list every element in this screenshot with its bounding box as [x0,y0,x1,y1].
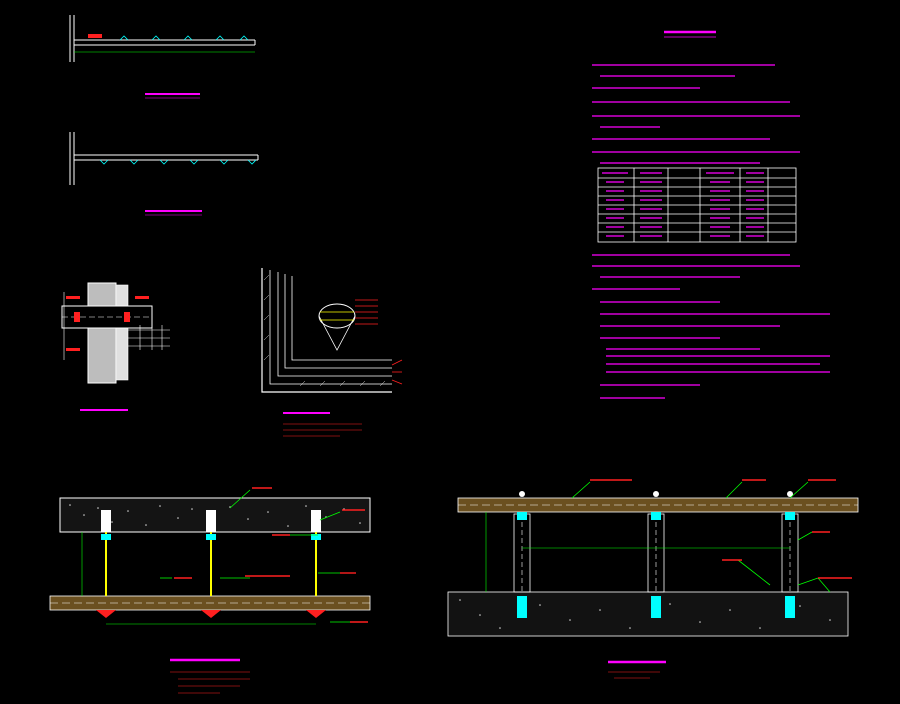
pipe-elevation-1-marker [88,34,102,38]
suspended-pipe-notes [170,671,250,694]
waterproof-corner-detail [261,268,403,393]
general-notes-block [592,30,830,399]
suspended-pipe-section [49,487,371,625]
floor-pipe-section [447,479,859,637]
floor-pipe-notes [608,671,660,679]
pipe-elevation-1 [69,15,256,62]
wall-penetration-detail [61,282,170,384]
pipe-spec-table-cells [602,172,764,237]
waterproof-corner-notes [283,423,362,437]
pipe-elevation-2 [69,132,259,185]
pipe-spec-table [597,167,797,243]
